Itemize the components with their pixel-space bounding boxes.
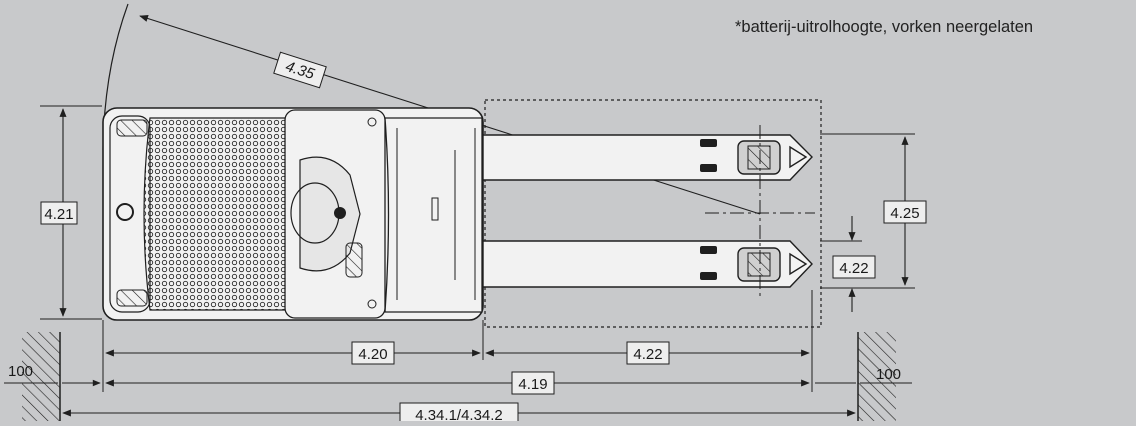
truck-body — [102, 107, 484, 321]
svg-text:4.35: 4.35 — [283, 58, 317, 83]
clearance-left-label: 100 — [8, 363, 33, 380]
wall-right — [857, 332, 896, 421]
fork-length-dimension-label: 4.22 — [633, 346, 662, 363]
wall-left — [22, 332, 61, 421]
total-length-dimension-label: 4.19 — [518, 376, 547, 393]
footnote: *batterij-uitrolhoogte, vorken neergelat… — [735, 18, 1034, 36]
clearance-right-label: 100 — [876, 366, 901, 383]
fork-lower — [482, 240, 813, 288]
fork-spread-dimension-label: 4.25 — [890, 205, 919, 222]
fork-upper — [482, 134, 813, 181]
aisle-dimension-label: 4.34.1/4.34.2 — [415, 407, 503, 421]
pallet-outline — [484, 99, 822, 328]
fork-width-dimension-label: 4.22 — [839, 260, 868, 277]
width-dimension-label: 4.21 — [44, 206, 73, 223]
diagonal-dimension-label: 4.35 — [273, 51, 327, 89]
body-length-dimension-label: 4.20 — [358, 346, 387, 363]
